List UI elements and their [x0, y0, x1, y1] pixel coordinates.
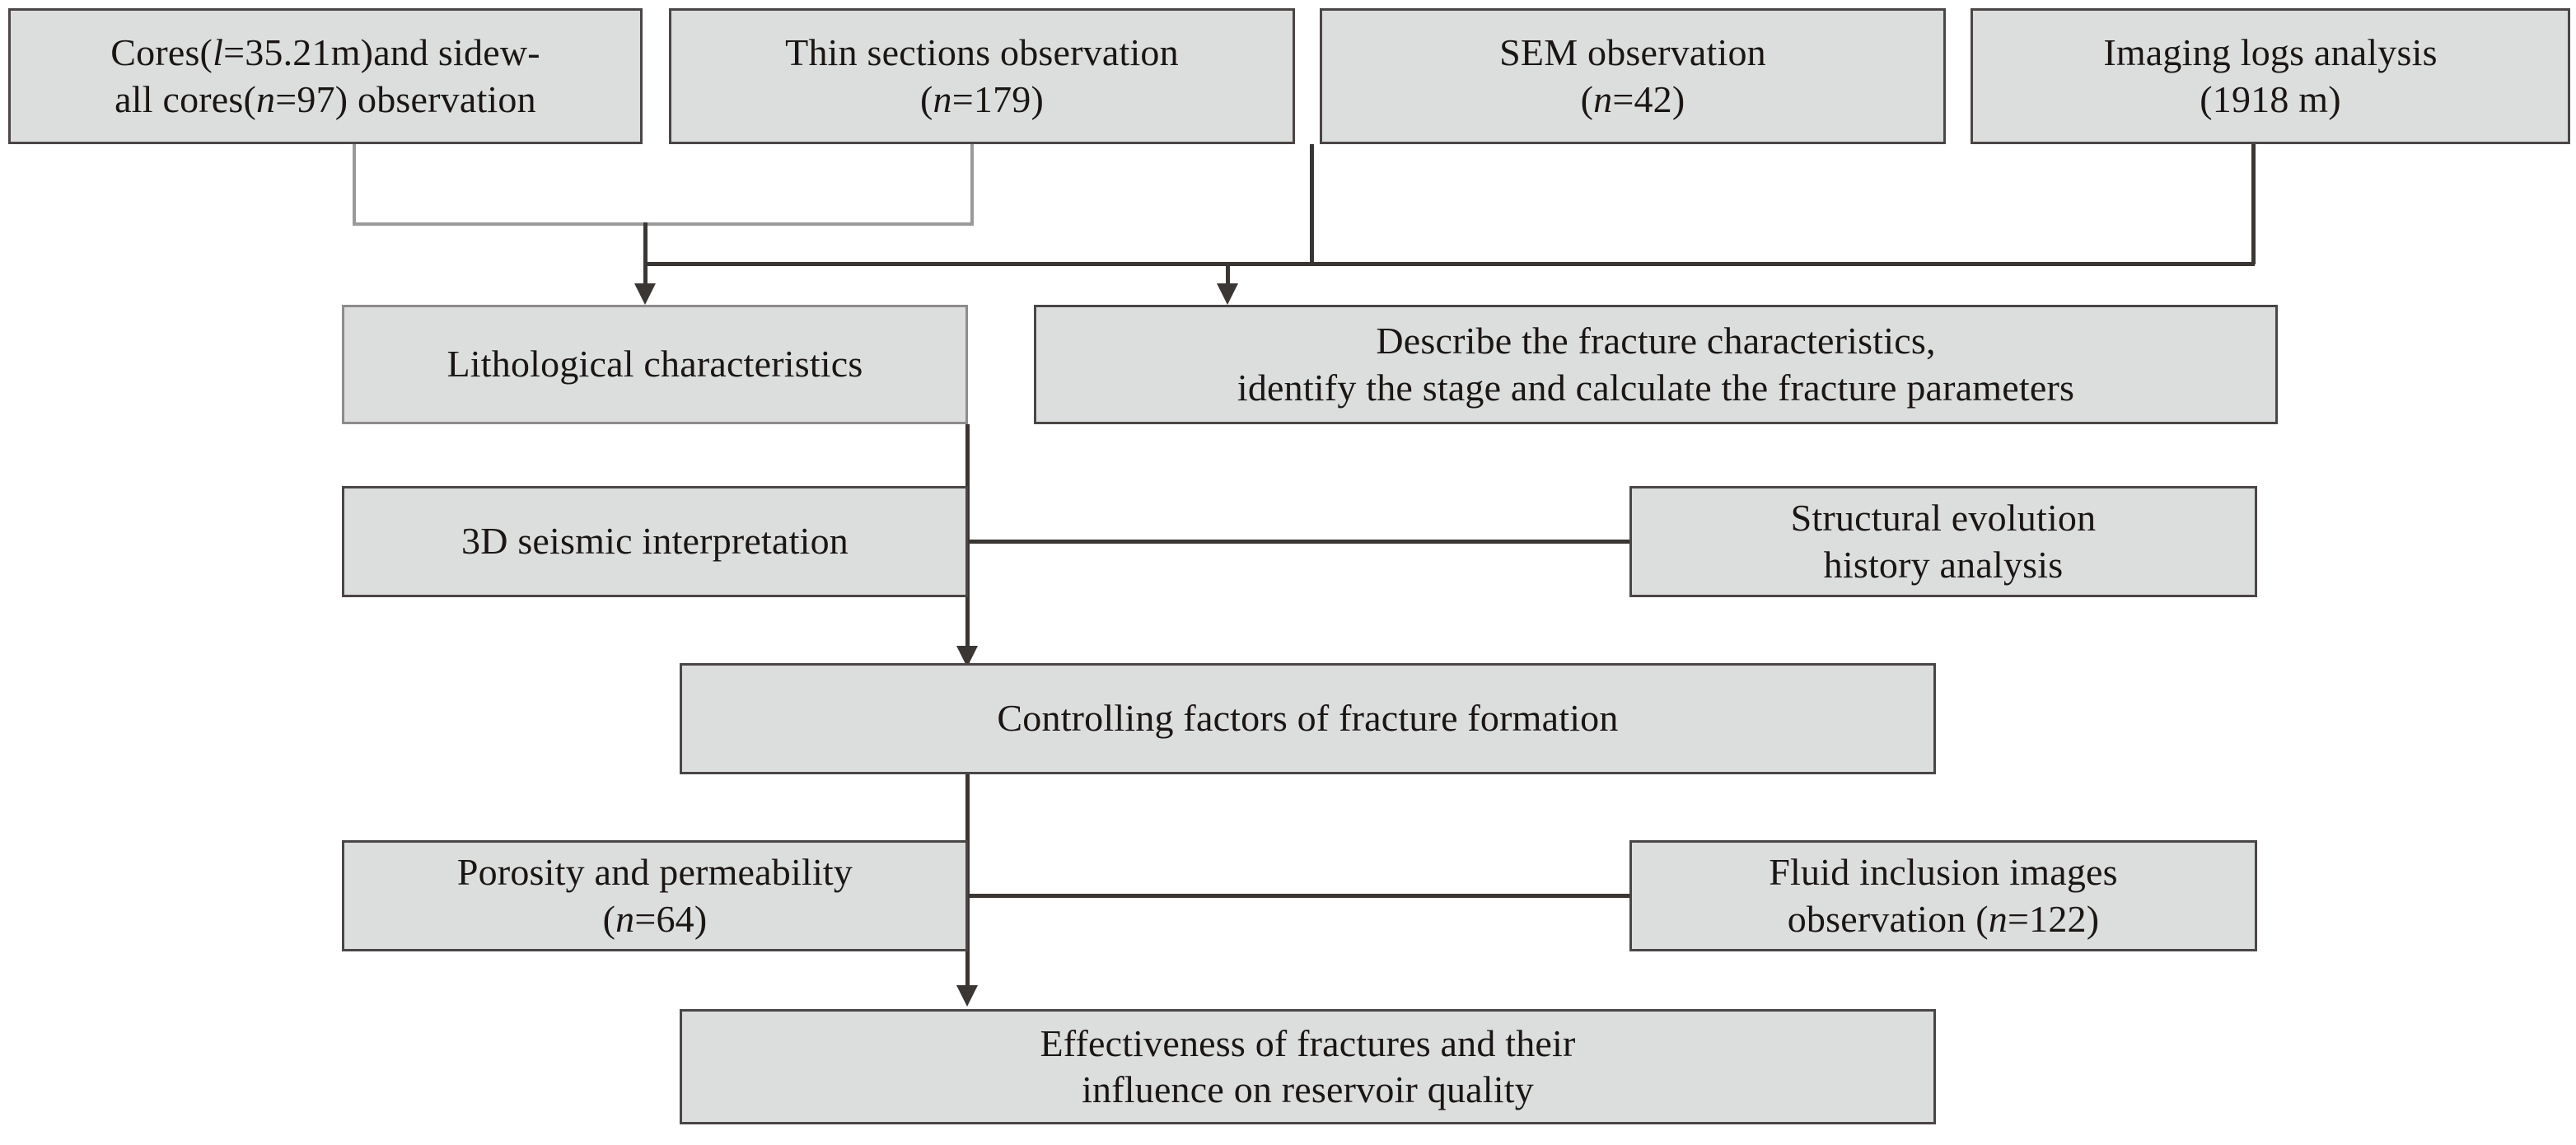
connector-porosity-to-fluid-inclusion	[968, 894, 1629, 898]
connector-bracket-to-bus	[643, 222, 648, 267]
connector-thin-drop	[970, 144, 974, 225]
cores-line1-var: l	[213, 31, 224, 74]
node-lithological-characteristics[interactable]: Lithological characteristics	[342, 305, 968, 424]
cores-line2-post: =97) observation	[275, 77, 536, 120]
node-thin-sections-observation-label: Thin sections observation(n=179)	[680, 30, 1284, 122]
cores-line1-pre: Cores(	[110, 31, 213, 74]
node-controlling-factors[interactable]: Controlling factors of fracture formatio…	[680, 663, 1936, 774]
node-sem-observation[interactable]: SEM observation(n=42)	[1320, 8, 1946, 144]
node-3d-seismic-interpretation-label: 3D seismic interpretation	[461, 520, 849, 563]
connector-bus-to-describe	[1226, 264, 1230, 287]
thin-line2-var: n	[933, 77, 952, 120]
node-cores-sidewall-cores-label: Cores(l=35.21m)and sidew-all cores(n=97)…	[19, 30, 632, 122]
node-porosity-and-permeability[interactable]: Porosity and permeability(n=64)	[342, 840, 968, 951]
thin-line1: Thin sections observation	[785, 31, 1179, 74]
arrowhead-to-lithological	[634, 283, 656, 305]
thin-line2-pre: (	[920, 77, 933, 120]
describe-line2: identify the stage and calculate the fra…	[1237, 366, 2075, 409]
fluid-line1: Fluid inclusion images	[1769, 851, 2118, 894]
cores-line1-post: =35.21m)and sidew-	[223, 31, 540, 74]
structural-line1: Structural evolution	[1790, 497, 2097, 540]
node-cores-sidewall-cores[interactable]: Cores(l=35.21m)and sidew-all cores(n=97)…	[8, 8, 643, 144]
connector-seismic-to-structural	[968, 540, 1629, 544]
sem-line1: SEM observation	[1499, 31, 1766, 74]
cores-line2-pre: all cores(	[115, 77, 257, 120]
fluid-line2-post: =122)	[2007, 897, 2100, 940]
node-imaging-logs-analysis[interactable]: Imaging logs analysis(1918 m)	[1971, 8, 2570, 144]
connector-main-bus	[643, 262, 2255, 266]
sem-line2-pre: (	[1580, 77, 1594, 120]
node-porosity-and-permeability-label: Porosity and permeability(n=64)	[353, 849, 957, 942]
connector-cores-drop	[353, 144, 356, 225]
node-controlling-factors-label: Controlling factors of fracture formatio…	[997, 697, 1619, 740]
imaging-line2: (1918 m)	[2200, 77, 2341, 120]
porosity-line1: Porosity and permeability	[456, 851, 853, 894]
cores-line2-var: n	[256, 77, 276, 120]
node-3d-seismic-interpretation[interactable]: 3D seismic interpretation	[342, 486, 968, 597]
describe-line1: Describe the fracture characteristics,	[1376, 320, 1936, 362]
node-sem-observation-label: SEM observation(n=42)	[1330, 30, 1935, 122]
fluid-line2-pre: observation (	[1787, 897, 1989, 940]
structural-line2: history analysis	[1823, 543, 2064, 586]
thin-line2-post: =179)	[951, 77, 1044, 120]
node-imaging-logs-analysis-label: Imaging logs analysis(1918 m)	[1981, 30, 2560, 122]
fluid-line2-var: n	[1988, 897, 2008, 940]
porosity-line2-var: n	[615, 897, 635, 940]
arrowhead-to-describe	[1217, 283, 1238, 305]
arrowhead-to-effectiveness	[956, 985, 978, 1007]
porosity-line2-pre: (	[602, 897, 616, 940]
connector-imaging-to-bus	[2251, 144, 2256, 264]
sem-line2-var: n	[1593, 77, 1613, 120]
connector-sem-to-bus	[1310, 144, 1314, 264]
connector-bracket-horizontal	[353, 222, 974, 226]
node-describe-fracture-characteristics-label: Describe the fracture characteristics,id…	[1045, 318, 2267, 410]
node-lithological-characteristics-label: Lithological characteristics	[446, 343, 863, 386]
effectiveness-line2: influence on reservoir quality	[1082, 1068, 1534, 1110]
imaging-line1: Imaging logs analysis	[2103, 31, 2438, 74]
node-thin-sections-observation[interactable]: Thin sections observation(n=179)	[669, 8, 1295, 144]
connector-bus-to-lithological	[643, 264, 648, 287]
node-describe-fracture-characteristics[interactable]: Describe the fracture characteristics,id…	[1034, 305, 2278, 424]
sem-line2-post: =42)	[1612, 77, 1685, 120]
porosity-line2-post: =64)	[634, 897, 708, 940]
effectiveness-line1: Effectiveness of fractures and their	[1040, 1021, 1576, 1064]
